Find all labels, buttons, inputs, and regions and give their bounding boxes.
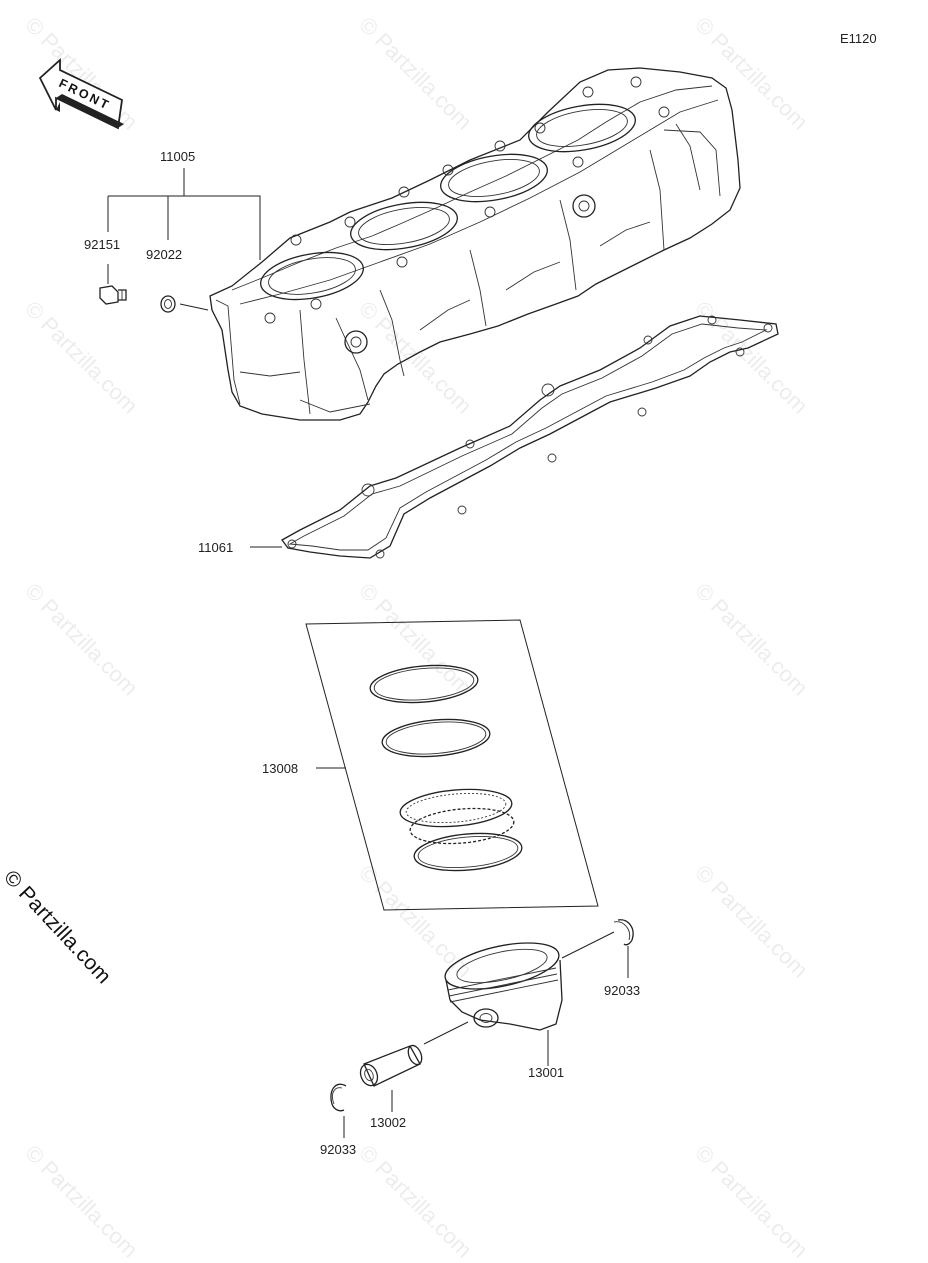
part-label-11061[interactable]: 11061	[198, 540, 234, 555]
piston-ring-box	[305, 619, 599, 911]
part-label-13001[interactable]: 13001	[528, 1065, 565, 1080]
cylinder-block	[209, 67, 741, 421]
part-label-92033-left[interactable]: 92033	[320, 1142, 357, 1157]
cylinder-gasket	[281, 315, 779, 559]
snap-ring-left	[330, 1083, 347, 1112]
piston-rings	[369, 664, 523, 872]
piston	[444, 942, 563, 1031]
diagram-code: E1120	[840, 31, 877, 46]
snap-ring-right	[613, 919, 634, 946]
piston-pin	[359, 1044, 423, 1087]
stud-bolt	[99, 285, 127, 305]
part-label-13002[interactable]: 13002	[370, 1115, 407, 1130]
parts-diagram: FRONT	[38, 57, 779, 1138]
part-label-92022[interactable]: 92022	[146, 247, 183, 262]
part-label-92033-right[interactable]: 92033	[604, 983, 641, 998]
front-arrow-icon: FRONT	[38, 57, 124, 130]
o-ring	[160, 295, 176, 313]
part-label-11005[interactable]: 11005	[160, 149, 196, 164]
part-label-13008[interactable]: 13008	[262, 761, 299, 776]
part-label-92151[interactable]: 92151	[84, 237, 121, 252]
